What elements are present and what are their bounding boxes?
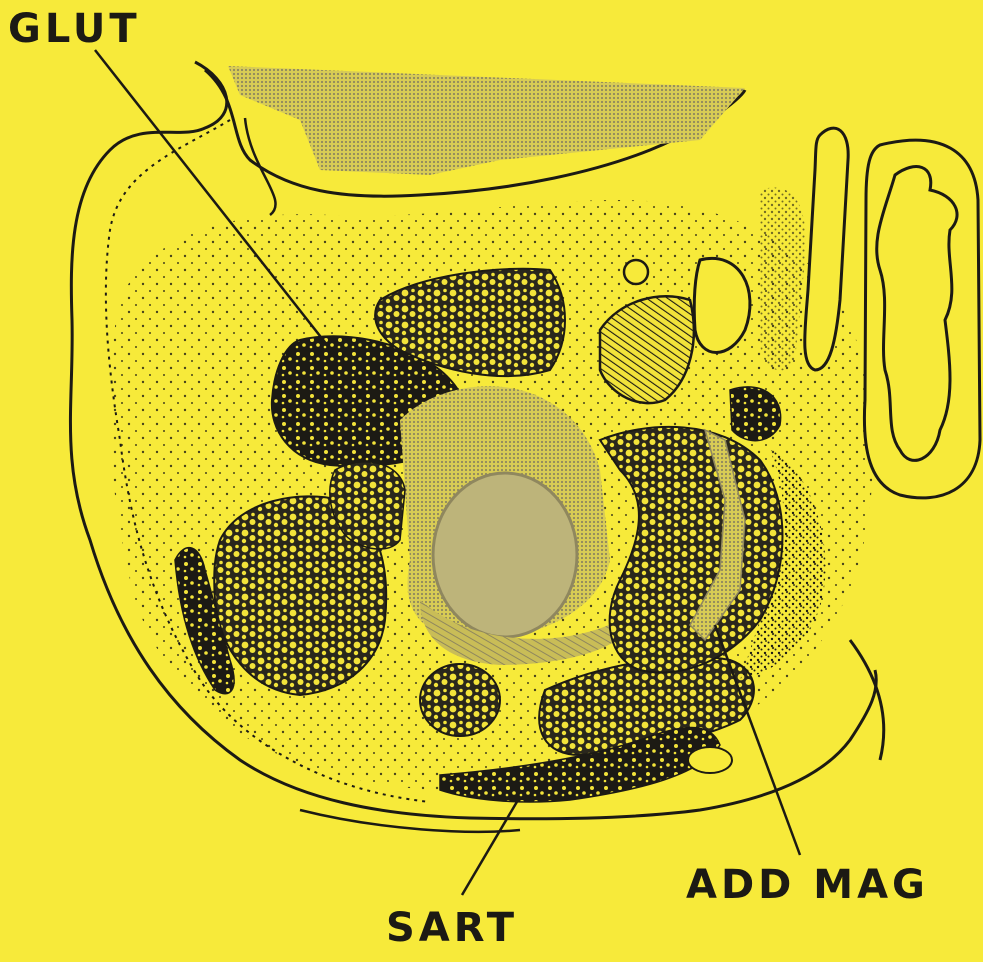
bladder-top-shade — [228, 66, 745, 175]
femoral-vessel — [624, 260, 648, 284]
sart-label: SART — [386, 905, 518, 951]
thigh-outline-right — [850, 640, 884, 760]
femoral-head — [433, 473, 577, 637]
upper-inner-line — [245, 118, 276, 215]
obturator-outline — [694, 258, 750, 352]
rectus-femoris — [420, 664, 500, 736]
saphenous-vein — [688, 747, 732, 773]
add-mag-label: ADD MAG — [686, 862, 929, 908]
glut-label: GLUT — [8, 6, 141, 52]
sart-leader-line — [462, 800, 518, 895]
